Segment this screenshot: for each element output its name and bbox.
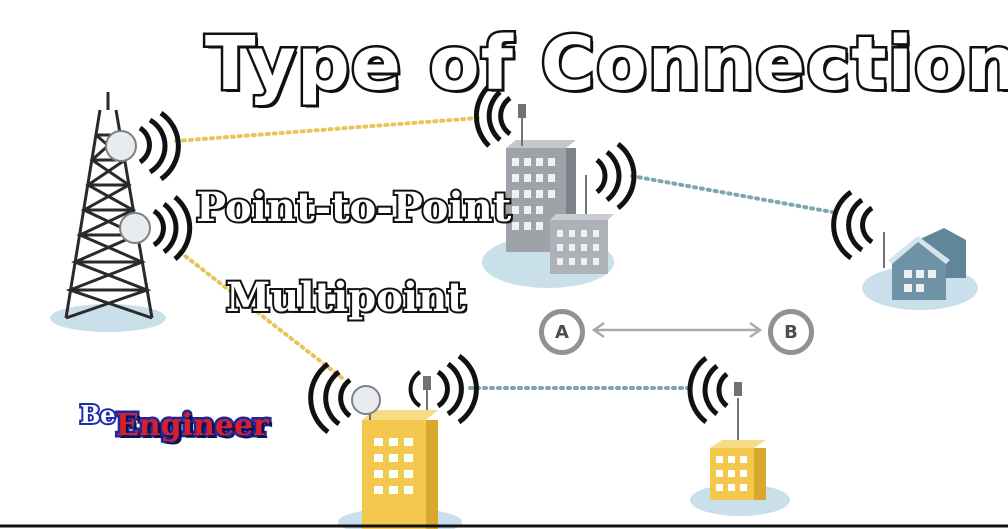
small-yellow-building (710, 440, 766, 500)
a-b-arrow (591, 321, 763, 339)
link-tower-to-yellow-building (178, 250, 344, 380)
tower-ground (50, 304, 166, 332)
link-office-to-house (630, 174, 834, 214)
node-b: B (768, 309, 814, 355)
transmission-tower (64, 92, 154, 320)
link-tower-to-office (174, 116, 480, 143)
tower-dish-top (105, 110, 181, 182)
point-to-point-label: Point-to-Point (194, 182, 513, 233)
page-title: Type of Connection (203, 19, 1008, 110)
node-a: A (539, 309, 585, 355)
house-antenna (831, 189, 885, 268)
be-engineer-logo: Be Engineer (78, 398, 310, 458)
tower-dish-lower (119, 195, 193, 261)
multipoint-label: Multipoint (224, 272, 468, 323)
office-windows (512, 158, 599, 265)
yellow-building-windows (374, 438, 413, 494)
logo-engineer-text: Engineer (114, 406, 272, 446)
houses (888, 228, 966, 300)
yellow-building-dish (308, 361, 381, 435)
small-building-antenna (687, 356, 742, 440)
yellow-building (362, 410, 438, 529)
yellow-building-antenna (408, 353, 479, 425)
logo-be-text: Be (78, 398, 118, 431)
office-antenna-left (473, 84, 526, 148)
office-antenna-right (585, 142, 637, 214)
